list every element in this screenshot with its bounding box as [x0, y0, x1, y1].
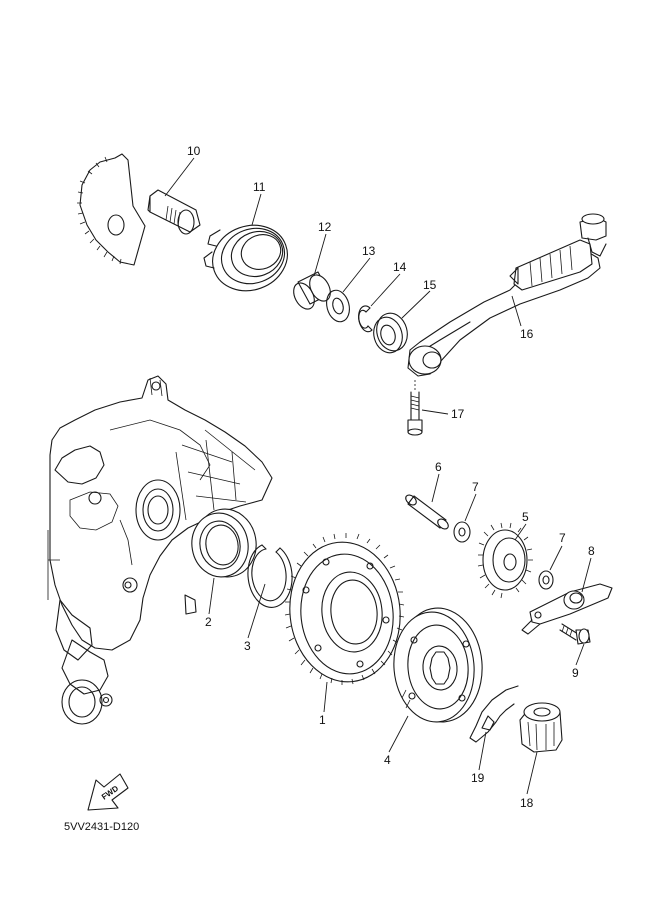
washer-13 [326, 289, 350, 323]
oil-seal-2 [191, 508, 257, 578]
callout-8: 8 [588, 544, 595, 558]
one-way-clutch-4 [393, 607, 483, 723]
callout-19: 19 [471, 771, 485, 785]
oil-seal-15 [373, 312, 408, 354]
crankcase-housing [47, 375, 273, 725]
circlip-3 [247, 544, 293, 608]
circlip-14 [358, 305, 373, 333]
callout-labels: 10 11 12 13 14 15 16 17 6 7 5 7 8 9 2 3 … [187, 144, 595, 810]
callout-12: 12 [318, 220, 332, 234]
callout-9: 9 [572, 666, 579, 680]
callout-2: 2 [205, 615, 212, 629]
callout-7a: 7 [472, 480, 479, 494]
callout-7b: 7 [559, 531, 566, 545]
callout-16: 16 [520, 327, 534, 341]
callout-3: 3 [244, 639, 251, 653]
diagram-code: 5VV2431-D120 [64, 821, 139, 833]
starter-wheel-gear-1 [284, 533, 405, 685]
washer-7a [453, 521, 471, 543]
callout-4: 4 [384, 753, 391, 767]
callout-10: 10 [187, 144, 201, 158]
drive-gear-18 [519, 702, 563, 753]
kick-axle-gear [77, 153, 201, 266]
bolt-17 [407, 380, 423, 436]
callout-13: 13 [362, 244, 376, 258]
bushing [293, 271, 331, 310]
callout-18: 18 [520, 796, 534, 810]
spring-clip-19 [469, 685, 519, 743]
plate-8 [521, 583, 613, 635]
callout-1: 1 [319, 713, 326, 727]
torsion-spring [203, 224, 288, 292]
callout-14: 14 [393, 260, 407, 274]
idler-gear-5 [477, 522, 533, 599]
callout-6: 6 [435, 460, 442, 474]
forward-direction-marker: FWD [87, 773, 129, 811]
pin-6 [405, 494, 449, 530]
washer-7b [538, 570, 554, 590]
callout-17: 17 [451, 407, 465, 421]
kick-crank-lever [407, 213, 607, 377]
leader-lines [164, 157, 592, 795]
callout-5: 5 [522, 510, 529, 524]
callout-15: 15 [423, 278, 437, 292]
bolt-9 [559, 623, 591, 645]
callout-11: 11 [253, 180, 266, 194]
